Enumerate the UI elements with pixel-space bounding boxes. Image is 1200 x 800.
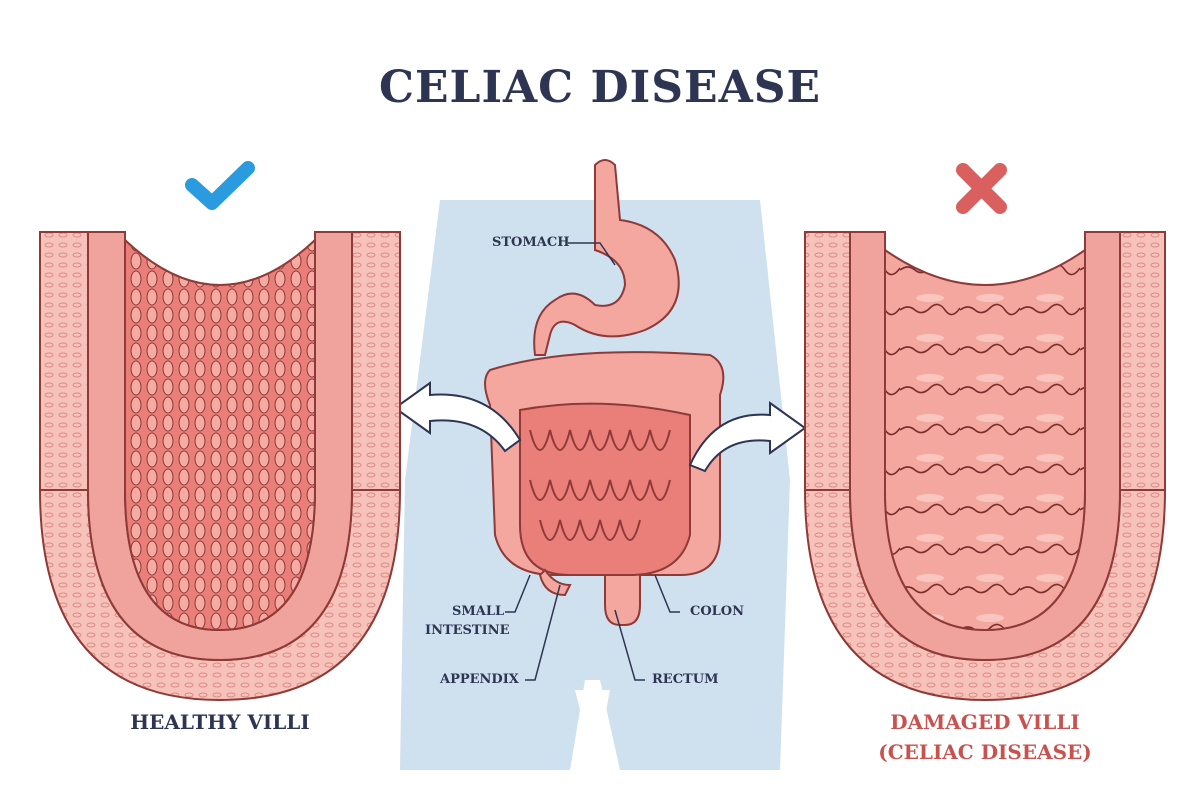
- damaged-villi-illustration: [804, 231, 1166, 702]
- right-arrow-icon: [688, 401, 807, 473]
- checkmark-icon: [185, 161, 255, 210]
- caption-damaged-villi: DAMAGED VILLI (CELIAC DISEASE): [860, 707, 1110, 767]
- caption-healthy-villi: HEALTHY VILLI: [130, 710, 310, 734]
- label-rectum: RECTUM: [652, 672, 719, 687]
- caption-damaged-line2: (CELIAC DISEASE): [878, 740, 1092, 764]
- page-title: CELIAC DISEASE: [378, 62, 822, 113]
- leader-lines: [505, 242, 680, 681]
- appendix: [538, 568, 572, 597]
- stomach: [533, 159, 680, 356]
- label-colon: COLON: [690, 604, 745, 619]
- small-intestine: [519, 402, 691, 576]
- digestive-system: [484, 159, 725, 626]
- healthy-villi-illustration: [39, 231, 401, 702]
- cross-icon: [956, 163, 1007, 214]
- caption-damaged-line1: DAMAGED VILLI: [890, 710, 1080, 734]
- label-small-intestine-1: SMALL: [452, 604, 505, 619]
- label-appendix: APPENDIX: [440, 672, 519, 687]
- label-stomach: STOMACH: [492, 235, 570, 250]
- label-small-intestine-2: INTESTINE: [425, 623, 510, 638]
